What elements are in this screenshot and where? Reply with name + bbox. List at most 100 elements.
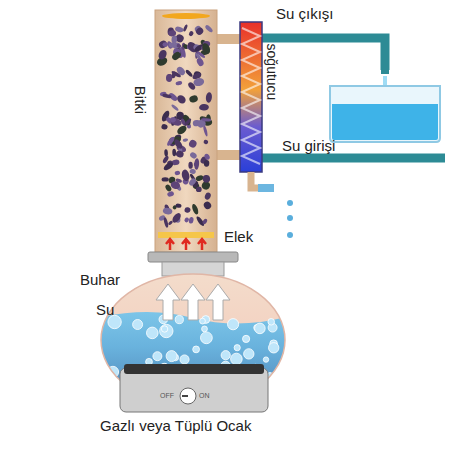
bubble [231,353,243,365]
stove-knob [180,388,196,404]
leaf [164,149,168,156]
leaf [175,178,182,184]
condenser-coil [242,28,260,164]
plant-leaves [155,24,213,228]
leaf [188,162,193,169]
leaf [181,169,191,182]
leaf [202,200,212,210]
leaf [164,184,172,193]
leaf [188,177,197,187]
bubble [200,318,206,324]
leaf [174,26,184,33]
sieve-label: Elek [224,229,253,246]
leaf [171,104,180,112]
condenser-label: soğutucu [263,44,278,101]
bubble [263,357,268,362]
bubble [147,327,159,339]
leaf [176,43,182,48]
leaf [157,49,168,61]
leaf [162,177,169,181]
bubble [244,349,254,359]
leaf [175,81,182,86]
steam-arrow [206,284,230,320]
top-screen [162,13,210,19]
leaf [162,161,174,172]
leaf [195,26,205,36]
inlet-label: Su girişi [282,138,335,155]
drop [287,215,293,221]
water [95,312,290,420]
leaf [158,39,169,49]
steam-label: Buhar [80,272,120,289]
bubble [160,324,173,337]
side-arm [216,150,242,160]
leaf [187,81,197,91]
knob-mark [182,395,188,397]
leaf [173,138,184,150]
knob-on-label: ON [199,392,210,400]
flask-water [95,312,290,420]
bubble [193,346,200,353]
leaf [167,191,175,198]
leaf [183,24,189,32]
steam-arrow [156,284,180,320]
drop [287,200,293,206]
bubble [268,319,275,326]
leaf [204,160,210,167]
leaf [188,30,194,37]
leaf [188,94,198,103]
leaf [166,74,173,82]
bubble [255,323,266,334]
leaf [166,136,176,147]
bubble [221,351,230,360]
leaf [192,72,202,81]
bubble [234,345,240,351]
leaf [195,52,202,59]
leaf [194,158,200,170]
leaf [188,217,194,224]
leaf [202,174,211,183]
leaf [203,139,209,145]
leaf [168,30,177,37]
bubble [202,326,208,332]
bubble [243,335,250,342]
leaf [163,217,169,228]
stove-label: Gazlı veya Tüplü Ocak [100,418,251,435]
leaf [169,116,176,123]
leaf [202,218,208,225]
leaf [171,70,182,78]
leaf [204,24,213,33]
leaf [176,124,188,136]
leaf [162,93,172,99]
bubble [161,326,167,332]
leaf [184,217,190,223]
leaf [184,207,191,214]
outlet-pipe [262,38,385,70]
water-label: Su [96,302,114,319]
steam-arrow [181,284,205,320]
bubble [228,319,239,330]
inlet-pipe [262,154,445,163]
pipe-end [381,70,389,74]
leaf [175,203,182,208]
leaf [191,203,200,215]
leaf [182,138,188,142]
stove [120,368,268,412]
outlet-label: Su çıkışı [276,6,334,23]
leaf [201,42,212,55]
bubble [269,343,279,353]
bubbles [107,315,279,381]
leaf [203,153,210,161]
steam-arrows [156,284,230,320]
bubble [201,332,213,344]
leaf [189,168,196,174]
plant-label: Bitki [132,86,149,114]
leaf [172,149,176,157]
bubble [166,351,177,362]
plant-column [155,10,217,252]
leaf [185,69,194,78]
leaf [171,35,177,43]
leaf [175,94,187,106]
